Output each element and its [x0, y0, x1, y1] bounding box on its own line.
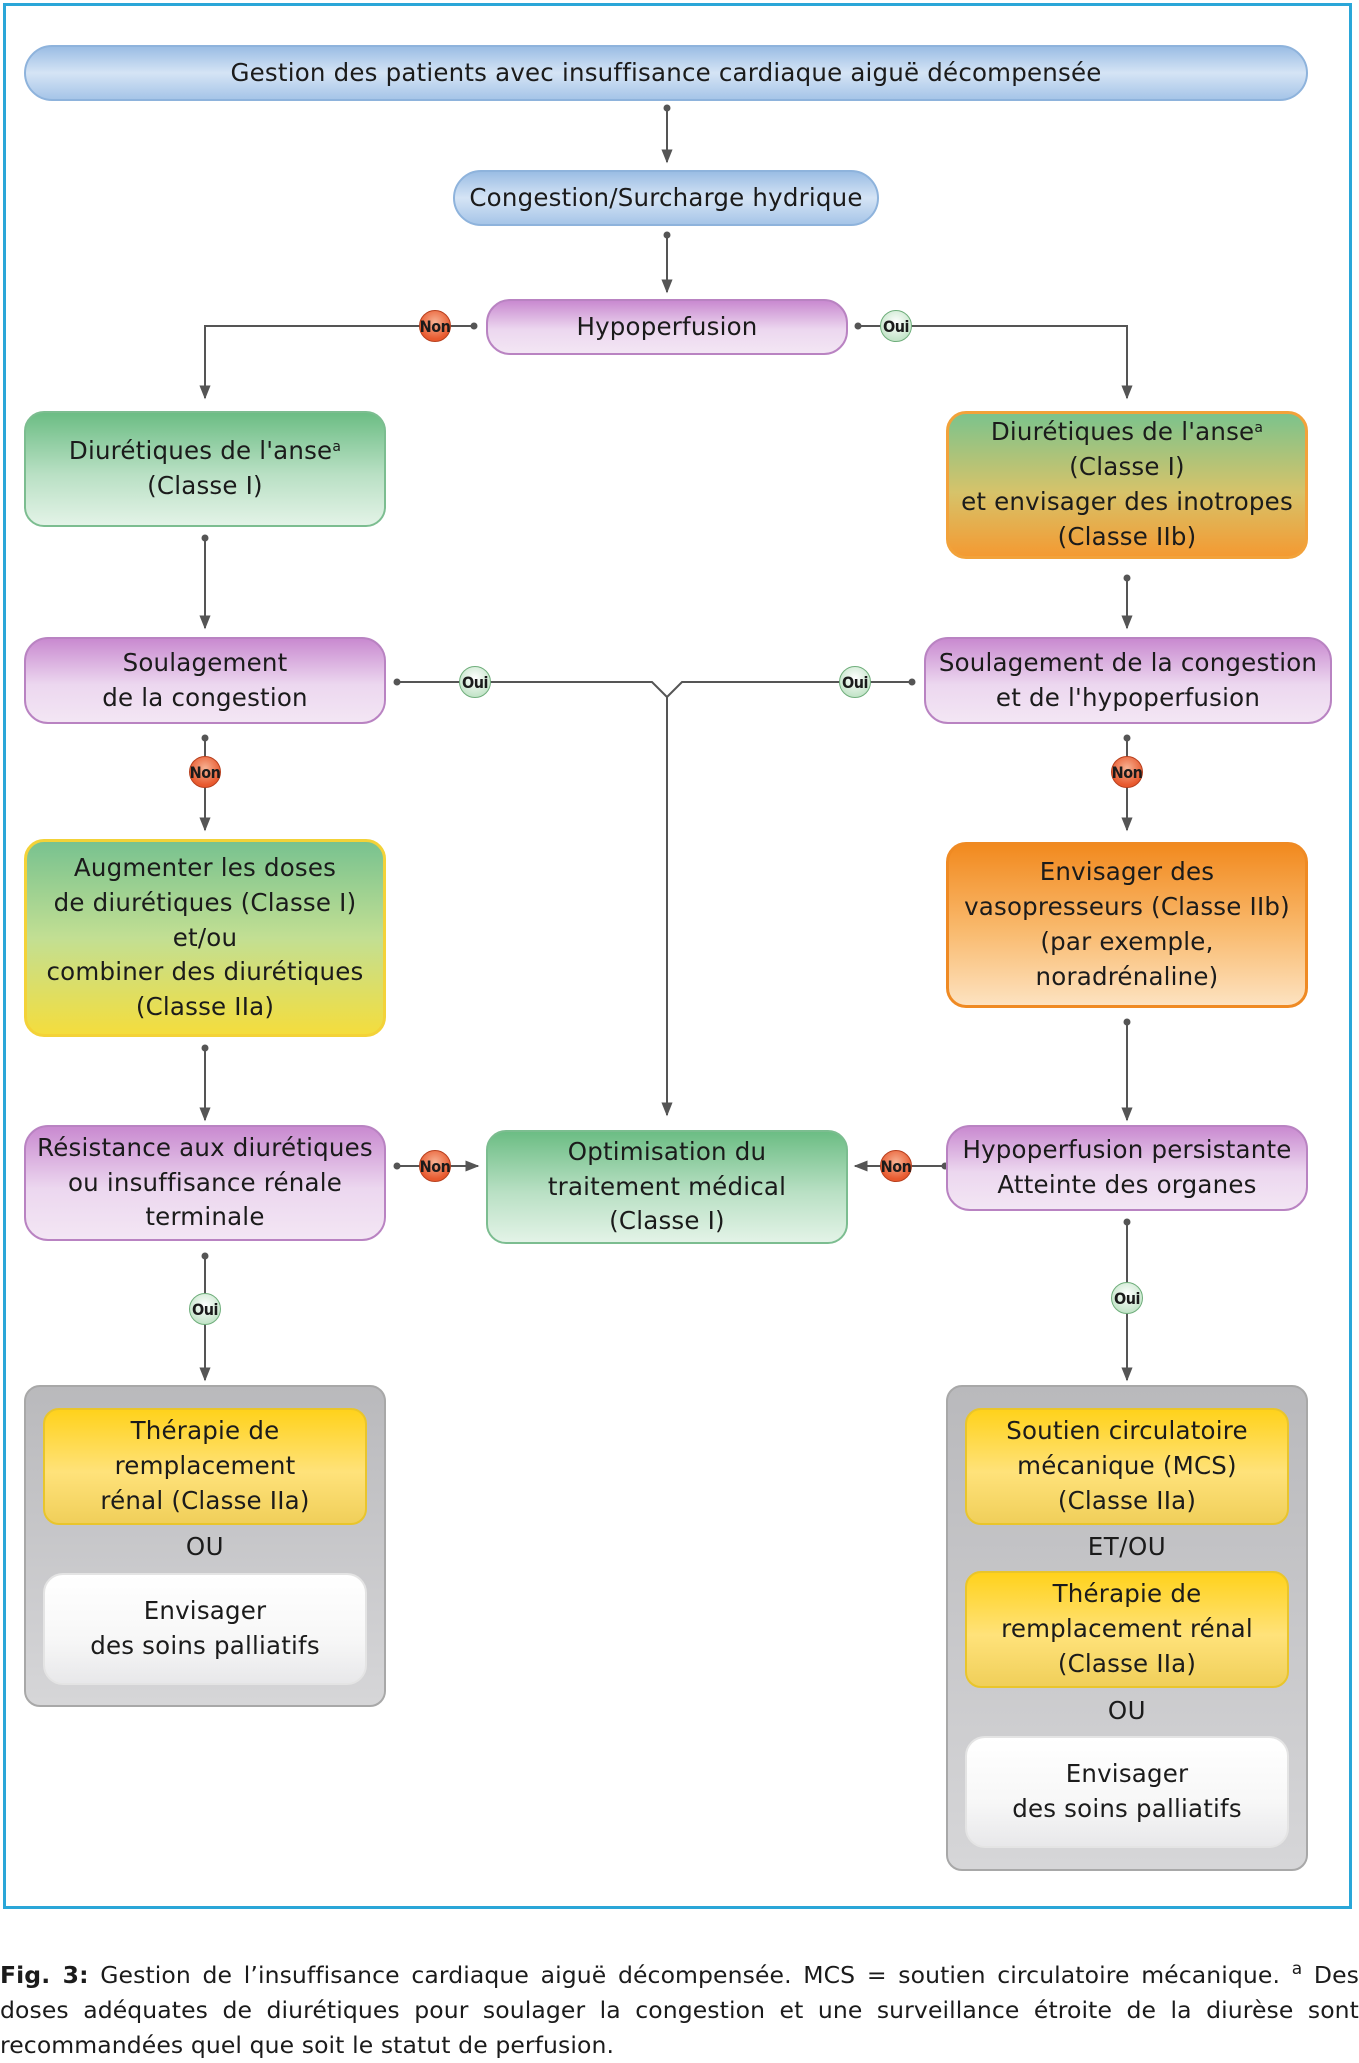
node-right-diuretics-rest: (Classe I) et envisager des inotropes (C…: [961, 452, 1293, 551]
footnote-marker: a: [332, 439, 342, 456]
node-right-relief-text: Soulagement de la congestion et de l'hyp…: [938, 647, 1318, 712]
node-right-relief: Soulagement de la congestion et de l'hyp…: [924, 637, 1332, 724]
node-left-renal-therapy-text: Thérapie de remplacement rénal (Classe I…: [100, 1416, 310, 1515]
arrow-hypoperfusion-oui: [858, 325, 1133, 400]
node-right-persistent: Hypoperfusion persistante Atteinte des o…: [946, 1125, 1308, 1211]
node-left-diuretics: Diurétiques de l'ansea (Classe I): [24, 411, 386, 527]
node-left-diuretics-main: Diurétiques de l'anse: [68, 436, 333, 466]
node-center-optimisation: Optimisation du traitement médical (Clas…: [486, 1130, 848, 1244]
badge-oui-resistance: Oui: [189, 1293, 221, 1325]
node-right-diuretics-text: Diurétiques de l'ansea (Classe I) et env…: [961, 415, 1293, 554]
line-right-relief-oui: [666, 681, 912, 698]
node-right-persistent-text: Hypoperfusion persistante Atteinte des o…: [962, 1135, 1292, 1199]
node-left-increase-text: Augmenter les doses de diurétiques (Clas…: [46, 853, 364, 1022]
line-left-relief-oui: [397, 681, 668, 698]
caption-footnote-marker: a: [1291, 1959, 1303, 1979]
node-hypoperfusion: Hypoperfusion: [486, 299, 848, 355]
node-right-vasopressors-text: Envisager des vasopresseurs (Classe IIb)…: [964, 857, 1290, 991]
right-or-label: OU: [1107, 1696, 1147, 1725]
node-right-palliative: Envisager des soins palliatifs: [965, 1736, 1289, 1848]
badge-oui-hypoperfusion: Oui: [880, 310, 912, 342]
arrow-hypoperfusion-non: [199, 325, 474, 400]
node-left-resistance: Résistance aux diurétiques ou insuffisan…: [24, 1125, 386, 1241]
node-left-resistance-text: Résistance aux diurétiques ou insuffisan…: [37, 1132, 373, 1232]
badge-non-resistance: Non: [419, 1150, 451, 1182]
node-center-optimisation-text: Optimisation du traitement médical (Clas…: [547, 1136, 787, 1236]
badge-oui-left-relief: Oui: [459, 666, 491, 698]
node-right-renal-therapy-text: Thérapie de remplacement rénal (Classe I…: [1001, 1579, 1253, 1678]
node-congestion-text: Congestion/Surcharge hydrique: [469, 182, 863, 212]
node-right-diuretics: Diurétiques de l'ansea (Classe I) et env…: [946, 411, 1308, 559]
caption-text-2: Des doses adéquates de diurétiques pour …: [0, 1961, 1359, 2059]
right-and-or-label: ET/OU: [1087, 1532, 1167, 1561]
figure-caption: Fig. 3: Gestion de l’insuffisance cardia…: [0, 1952, 1359, 2063]
node-right-diuretics-main: Diurétiques de l'anse: [990, 417, 1255, 447]
badge-non-right-relief: Non: [1111, 756, 1143, 788]
badge-non-persistent: Non: [880, 1150, 912, 1182]
caption-text-1: Gestion de l’insuffisance cardiaque aigu…: [88, 1961, 1292, 1989]
badge-oui-right-relief: Oui: [839, 666, 871, 698]
node-left-palliative: Envisager des soins palliatifs: [43, 1573, 367, 1685]
node-left-relief: Soulagement de la congestion: [24, 637, 386, 724]
node-right-vasopressors: Envisager des vasopresseurs (Classe IIb)…: [946, 842, 1308, 1008]
node-left-increase: Augmenter les doses de diurétiques (Clas…: [24, 839, 386, 1037]
node-right-renal-therapy: Thérapie de remplacement rénal (Classe I…: [965, 1571, 1289, 1688]
caption-label: Fig. 3:: [0, 1961, 89, 1989]
node-left-palliative-text: Envisager des soins palliatifs: [90, 1596, 320, 1660]
node-right-mcs: Soutien circulatoire mécanique (MCS) (Cl…: [965, 1408, 1289, 1525]
node-left-renal-therapy: Thérapie de remplacement rénal (Classe I…: [43, 1408, 367, 1525]
footnote-marker: a: [1254, 420, 1264, 437]
node-right-palliative-text: Envisager des soins palliatifs: [1012, 1759, 1242, 1823]
node-left-relief-text: Soulagement de la congestion: [102, 647, 308, 712]
badge-non-hypoperfusion: Non: [419, 310, 451, 342]
node-right-mcs-text: Soutien circulatoire mécanique (MCS) (Cl…: [1006, 1416, 1248, 1515]
node-title-text: Gestion des patients avec insuffisance c…: [230, 57, 1102, 87]
node-left-diuretics-rest: (Classe I): [147, 471, 263, 500]
left-or-label: OU: [185, 1532, 225, 1561]
badge-oui-persistent: Oui: [1111, 1282, 1143, 1314]
node-left-diuretics-text: Diurétiques de l'ansea (Classe I): [69, 434, 341, 504]
node-congestion: Congestion/Surcharge hydrique: [453, 170, 879, 226]
badge-non-left-relief: Non: [189, 756, 221, 788]
node-title: Gestion des patients avec insuffisance c…: [24, 45, 1308, 101]
node-hypoperfusion-text: Hypoperfusion: [576, 311, 758, 341]
